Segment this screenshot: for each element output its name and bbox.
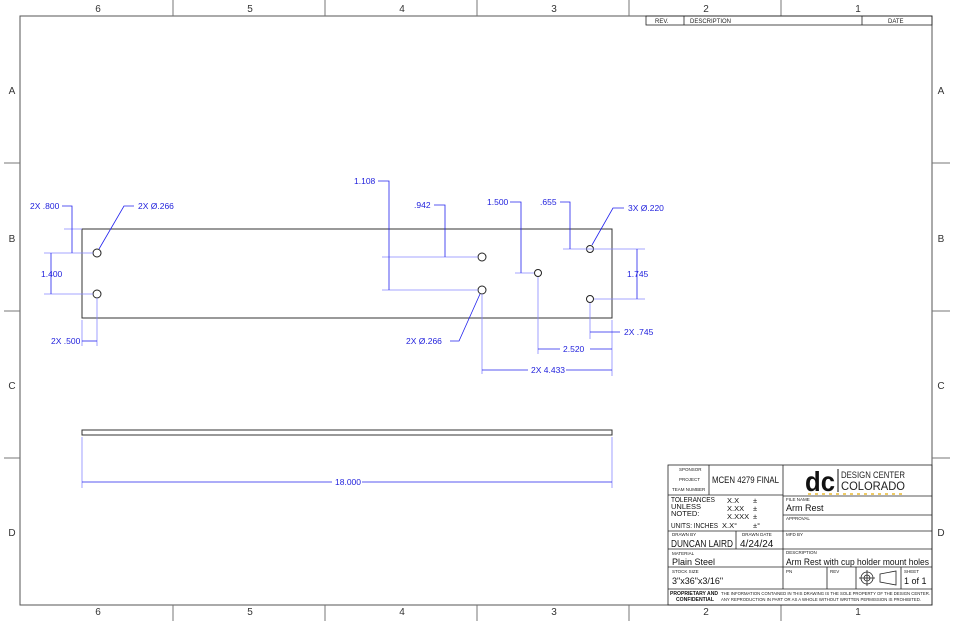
- team-label: TEAM NUMBER: [672, 487, 706, 492]
- description-label: DESCRIPTION: [786, 550, 817, 555]
- zone-col: 6: [95, 4, 101, 15]
- dim-single-from-right: 2.520: [563, 344, 585, 354]
- dimensions: 2X .800 1.400 2X Ø.266 2X .500 1.108 .94…: [30, 176, 664, 376]
- dim-mid-lower: 1.108: [354, 176, 376, 186]
- pn-label: PN: [786, 569, 792, 574]
- mfd-by-label: MFD BY: [786, 532, 803, 537]
- zone-row: A: [938, 86, 945, 97]
- zone-row: C: [937, 381, 944, 392]
- notice-line-2: ANY REPRODUCTION IN PART OR AS A WHOLE W…: [721, 597, 921, 602]
- dim-left-offset: 2X .800: [30, 201, 60, 211]
- file-name-label: FILE NAME: [786, 497, 810, 502]
- zone-row: D: [8, 528, 15, 539]
- confidential-label: CONFIDENTIAL: [676, 597, 714, 603]
- zone-col: 5: [247, 4, 253, 15]
- dim-mid-from-right: 2X 4.433: [531, 365, 565, 375]
- description: Arm Rest with cup holder mount holes: [786, 557, 929, 567]
- zone-col: 6: [95, 607, 101, 618]
- dim-right-top: .655: [540, 197, 557, 207]
- dim-mid-upper: .942: [414, 200, 431, 210]
- noted-label: NOTED:: [671, 509, 699, 518]
- hole: [92, 289, 102, 299]
- zone-row: A: [9, 86, 16, 97]
- rev-header: REV.: [655, 19, 669, 25]
- date-header: DATE: [888, 19, 904, 25]
- hole: [477, 285, 487, 295]
- zone-row: B: [9, 234, 16, 245]
- dim-right-spacing: 1.745: [627, 269, 649, 279]
- tol-3: X.XXX: [727, 512, 749, 521]
- material: Plain Steel: [672, 557, 715, 567]
- file-name: Arm Rest: [786, 503, 824, 513]
- zone-row: B: [938, 234, 945, 245]
- hole: [586, 295, 594, 303]
- revision-block: REV. DESCRIPTION DATE: [645, 15, 933, 26]
- hole: [477, 252, 487, 262]
- description-header: DESCRIPTION: [690, 19, 731, 25]
- sheet-label: SHEET: [904, 569, 919, 574]
- stock-label: STOCK SIZE: [672, 569, 699, 574]
- pm-2: ±: [753, 504, 757, 513]
- tol-1: X.X: [727, 496, 739, 505]
- zone-col: 4: [399, 607, 405, 618]
- part-side-outline: [81, 429, 613, 436]
- pm-4: ±°: [753, 521, 760, 530]
- zone-col: 4: [399, 4, 405, 15]
- dim-right-holes: 3X Ø.220: [628, 203, 664, 213]
- stock-size: 3"x36"x3/16": [672, 576, 723, 586]
- hole: [92, 248, 102, 258]
- tol-2: X.XX: [727, 504, 744, 513]
- hole: [534, 269, 542, 277]
- zone-col: 3: [551, 4, 557, 15]
- zone-row: C: [8, 381, 15, 392]
- logo-line-1: DESIGN CENTER: [841, 470, 905, 480]
- part-outline: [81, 228, 613, 319]
- zone-labels: 6 5 4 3 2 1 6 5 4 3 2 1 A B C D A B C D: [8, 4, 944, 618]
- tolerances-label: TOLERANCES: [671, 495, 715, 504]
- units-label: UNITS: INCHES: [671, 521, 718, 530]
- rev-label: REV: [830, 569, 839, 574]
- pm-1: ±: [753, 496, 757, 505]
- dim-mid-holes: 2X Ø.266: [406, 336, 442, 346]
- project-label: PROJECT: [679, 477, 700, 482]
- dim-right-edge: 2X .745: [624, 327, 654, 337]
- notice-line-1: THE INFORMATION CONTAINED IN THIS DRAWIN…: [721, 591, 930, 596]
- zone-col: 5: [247, 607, 253, 618]
- material-label: MATERIAL: [672, 551, 695, 556]
- pm-3: ±: [753, 512, 757, 521]
- drawn-date-label: DRAWN DATE: [742, 532, 772, 537]
- dim-left-holes: 2X Ø.266: [138, 201, 174, 211]
- side-view: 18.000: [81, 429, 613, 488]
- dim-single-hole: 1.500: [487, 197, 509, 207]
- sponsor-label: SPONSOR: [679, 467, 702, 472]
- drawn-by: DUNCAN LAIRD: [671, 539, 733, 550]
- approval-label: APPROVAL: [786, 516, 810, 521]
- title-block: SPONSOR PROJECT TEAM NUMBER MCEN 4279 FI…: [667, 464, 933, 606]
- proprietary-label: PROPRIETARY AND: [670, 591, 718, 597]
- dim-left-spacing: 1.400: [41, 269, 63, 279]
- zone-col: 2: [703, 607, 709, 618]
- zone-col: 1: [855, 4, 861, 15]
- third-angle-projection-icon: [859, 570, 897, 586]
- zone-grid: [4, 0, 950, 621]
- sheet-number: 1 of 1: [904, 576, 927, 586]
- design-center-logo: dc DESIGN CENTER COLORADO: [805, 466, 905, 497]
- zone-col: 2: [703, 4, 709, 15]
- dim-left-edge: 2X .500: [51, 336, 81, 346]
- dim-overall-length: 18.000: [335, 477, 361, 487]
- tol-4: X.X°: [722, 521, 737, 530]
- project-name: MCEN 4279 FINAL: [712, 475, 779, 485]
- logo-mark: dc: [805, 466, 835, 497]
- top-view: [81, 228, 613, 319]
- zone-col: 3: [551, 607, 557, 618]
- unless-label: UNLESS: [671, 502, 701, 511]
- logo-line-2: COLORADO: [841, 479, 905, 493]
- drawn-date: 4/24/24: [740, 539, 774, 550]
- zone-col: 1: [855, 607, 861, 618]
- drawn-by-label: DRAWN BY: [672, 532, 696, 537]
- zone-row: D: [937, 528, 944, 539]
